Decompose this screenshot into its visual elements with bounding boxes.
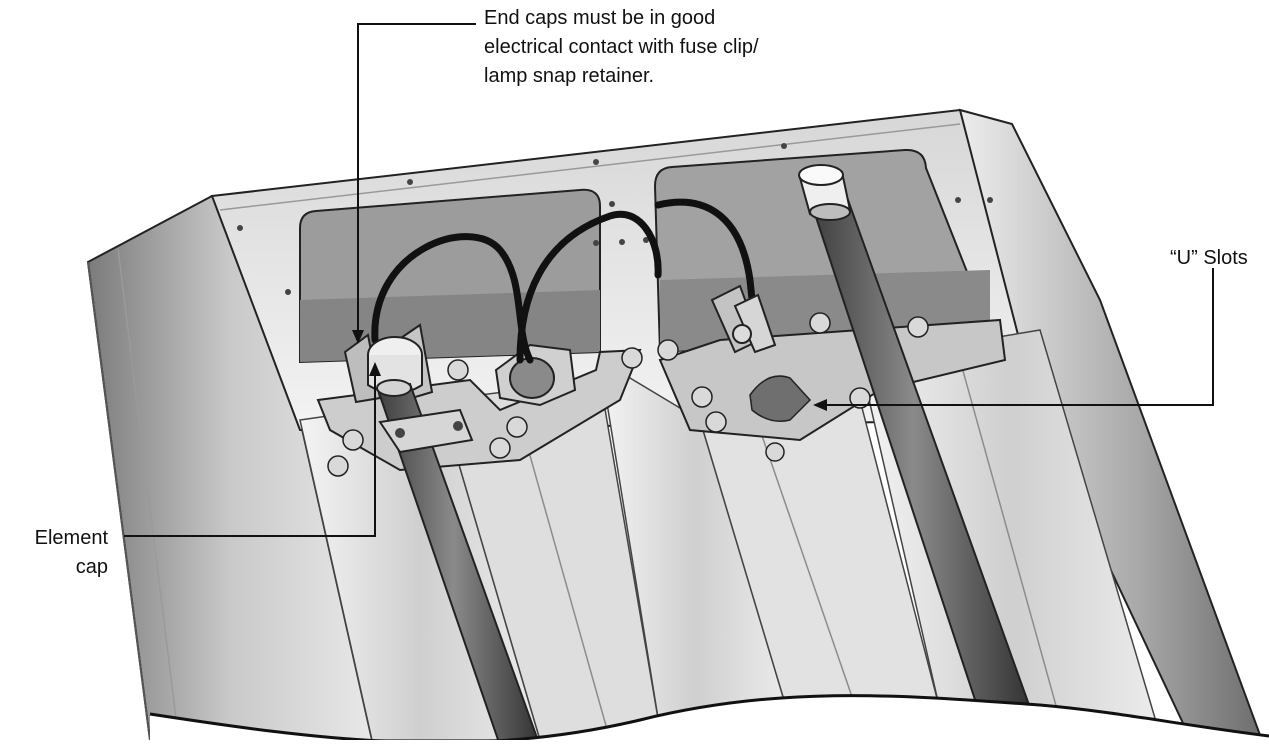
element-cap-callout: Element cap xyxy=(8,524,108,582)
right-lamp-tube xyxy=(798,164,1040,731)
left-wall-edge xyxy=(87,261,151,741)
leader-arrowheads xyxy=(352,330,827,411)
right-lamp-socket xyxy=(710,284,777,354)
element-cap-leader xyxy=(124,372,376,537)
u-slots-callout: “U” Slots xyxy=(1170,247,1248,269)
screws xyxy=(327,312,929,477)
reflector-fins xyxy=(299,329,1162,741)
fixture-body xyxy=(86,108,1262,751)
panel-rivets xyxy=(237,143,993,295)
end-caps-callout-line-2: electrical contact with fuse clip/ xyxy=(484,36,759,58)
end-caps-callout-line-1: End caps must be in good xyxy=(484,7,716,29)
end-caps-callout-line-3: lamp snap retainer. xyxy=(484,65,655,87)
cutaway-mask xyxy=(150,695,1269,751)
u-slot xyxy=(749,375,812,422)
left-lamp-tube xyxy=(376,379,543,751)
element-cap-callout-line-2: cap xyxy=(75,556,108,578)
element-cap-callout-line-1: Element xyxy=(34,527,108,549)
end-caps-callout: End caps must be in good electrical cont… xyxy=(484,4,924,91)
cables xyxy=(371,198,758,364)
u-slots-leader xyxy=(820,268,1214,406)
end-caps-leader xyxy=(357,23,476,334)
leader-lines xyxy=(124,23,1214,537)
cable-grommet xyxy=(494,343,577,407)
